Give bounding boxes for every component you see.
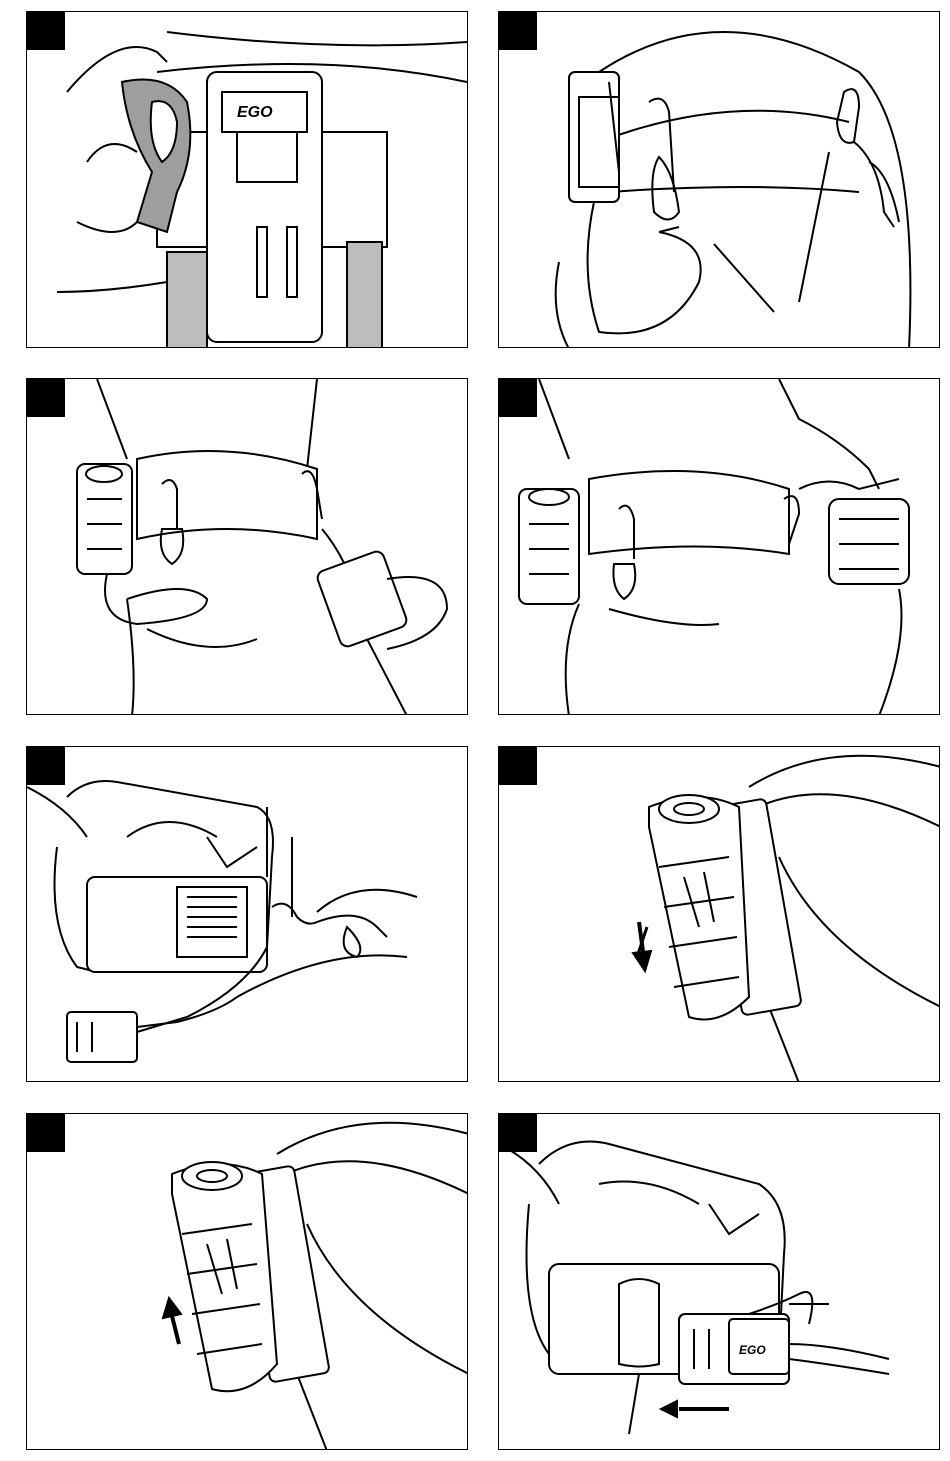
illustration-panel-2 [498,11,940,348]
belt-carabiner-drawing [499,12,940,348]
illustration-panel-8: EGO [498,1113,940,1450]
belt-holster-drawing: EGO [27,12,468,348]
illustration-panel-3 [26,378,468,715]
holster-and-chainsaw-drawing [27,379,468,715]
chainsaw-cord-drawing [27,747,468,1082]
illustration-panel-6 [498,746,940,1082]
illustration-panel-5 [26,746,468,1082]
ego-logo: EGO [237,104,273,121]
holster-and-chainsaw-held-drawing [499,379,940,715]
illustration-panel-1: EGO [26,11,468,348]
ego-logo: EGO [739,1343,766,1357]
illustration-panel-4 [498,378,940,715]
chainsaw-connect-drawing: EGO [499,1114,940,1450]
illustration-panel-7 [26,1113,468,1450]
battery-insert-drawing [499,747,940,1082]
battery-remove-drawing [27,1114,468,1450]
